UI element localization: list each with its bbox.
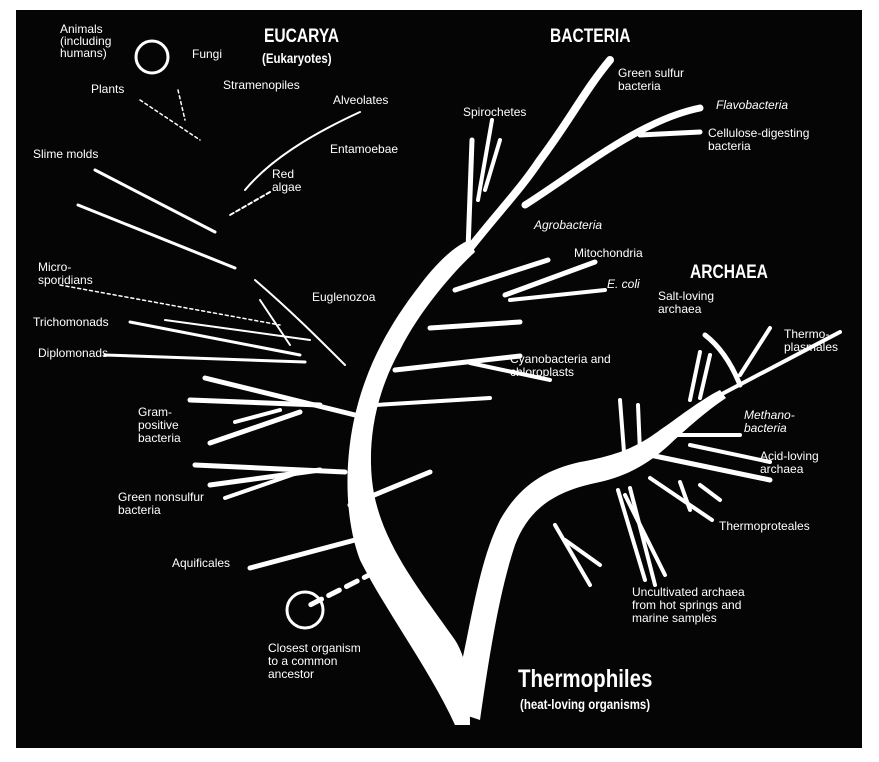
label-stramenopiles: Stramenopiles [223, 79, 300, 92]
root-title: Thermophiles [518, 666, 652, 693]
branch-red-algae [230, 192, 270, 215]
label-trichomonads: Trichomonads [33, 316, 109, 329]
branch-arch-4 [700, 355, 710, 398]
branch-tricho-2 [165, 320, 310, 340]
tree-trunk [347, 240, 475, 725]
label-fungi: Fungi [192, 48, 222, 61]
domain-eucarya-subtitle: (Eukaryotes) [262, 51, 332, 66]
branch-cellulose [640, 132, 700, 135]
label-flavobacteria: Flavobacteria [716, 99, 788, 112]
label-methanobacteria: Methano- bacteria [744, 409, 795, 435]
label-green-nonsulfur: Green nonsulfur bacteria [118, 491, 204, 517]
label-mitochondria: Mitochondria [574, 247, 643, 260]
label-red-algae: Red algae [272, 168, 301, 194]
label-microsporidians: Micro- sporidians [38, 261, 93, 287]
label-thermoplasmales: Thermo- plasmales [784, 328, 838, 354]
domain-eucarya: EUCARYA [264, 27, 339, 47]
animals-circle [136, 41, 168, 73]
branch-flavobacteria [525, 108, 700, 205]
label-agrobacteria: Agrobacteria [534, 219, 602, 232]
branch-arch-2 [638, 405, 640, 452]
branch-arch-5 [680, 482, 690, 510]
label-slime-molds: Slime molds [33, 148, 98, 161]
label-acid-loving: Acid-loving archaea [760, 450, 819, 476]
root-subtitle: (heat-loving organisms) [520, 697, 650, 712]
label-gram-positive: Gram- positive bacteria [138, 406, 181, 445]
branch-arch-3 [690, 352, 700, 400]
label-thermoproteales: Thermoproteales [719, 520, 810, 533]
domain-archaea: ARCHAEA [690, 263, 768, 283]
branch-ecoli [510, 290, 605, 300]
label-cyanobacteria: Cyanobacteria and chloroplasts [510, 353, 611, 379]
label-cellulose: Cellulose-digesting bacteria [708, 127, 809, 153]
label-diplomonads: Diplomonads [38, 347, 108, 360]
branch-aquificales [250, 540, 355, 568]
label-entamoebae: Entamoebae [330, 143, 398, 156]
label-ecoli: E. coli [607, 278, 640, 291]
branch-slime-2 [78, 205, 235, 268]
branch-nonsulfur-1 [195, 465, 345, 472]
label-salt-loving: Salt-loving archaea [658, 290, 714, 316]
ancestor-circle [287, 592, 323, 628]
domain-bacteria: BACTERIA [550, 27, 631, 47]
label-euglenozoa: Euglenozoa [312, 291, 375, 304]
branch-acid-2 [690, 445, 770, 462]
label-alveolates: Alveolates [333, 94, 388, 107]
branch-spirochetes-1 [468, 140, 472, 250]
branch-fungi [178, 90, 185, 120]
label-aquificales: Aquificales [172, 557, 230, 570]
label-plants: Plants [91, 83, 124, 96]
label-ancestor: Closest organism to a common ancestor [268, 642, 361, 681]
label-uncultivated: Uncultivated archaea from hot springs an… [632, 586, 745, 625]
branch-plants [140, 100, 200, 140]
branch-mid-1 [430, 322, 520, 328]
label-spirochetes: Spirochetes [463, 106, 526, 119]
branch-archaea-up [740, 328, 770, 375]
branch-arch-6 [700, 485, 720, 500]
label-green-sulfur: Green sulfur bacteria [618, 67, 684, 93]
branch-diplomonads [105, 355, 305, 362]
label-animals: Animals (including humans) [60, 23, 111, 59]
branch-mid-3 [375, 398, 490, 405]
branch-slime-molds [95, 170, 215, 232]
